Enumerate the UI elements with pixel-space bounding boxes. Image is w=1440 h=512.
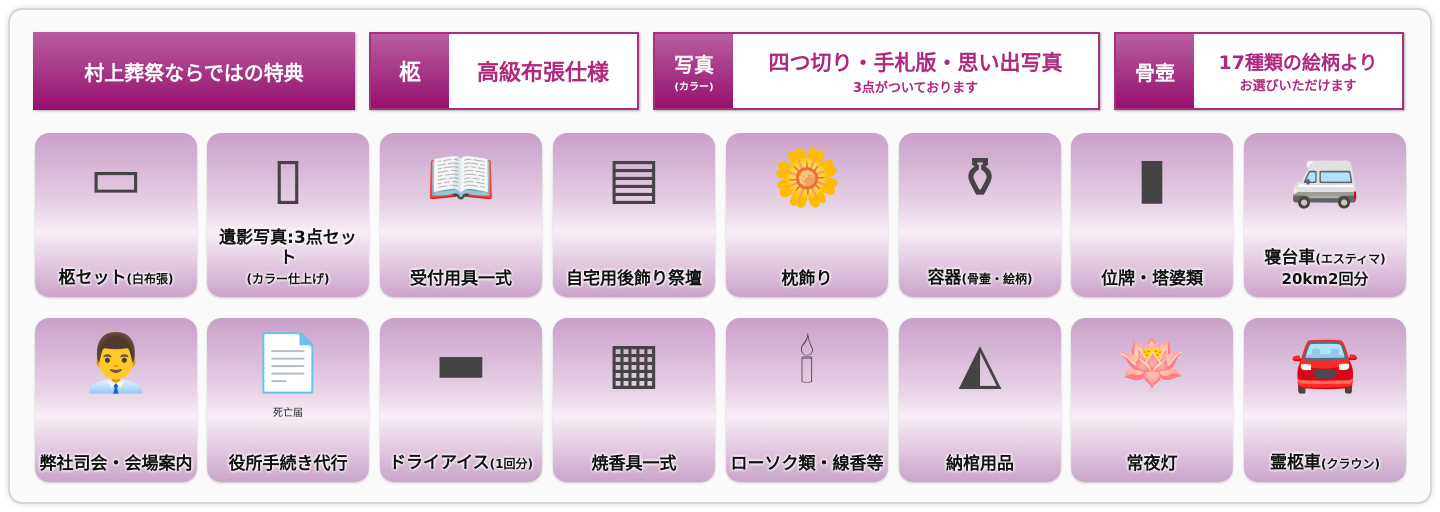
urn-benefit: 骨壺 17種類の絵柄よりお選びいただけます (1114, 32, 1404, 110)
coffin-benefit: 柩 高級布張仕様 (369, 32, 639, 110)
document-icon: 📄 (253, 331, 323, 396)
tile-label: 霊柩車(クラウン) (1248, 453, 1402, 474)
service-tile: 🚘 霊柩車(クラウン) (1244, 318, 1406, 482)
lantern-icon: 🪷 (1117, 331, 1187, 396)
tile-label-suffix: (1回分) (489, 457, 533, 471)
service-tile: 👨‍💼 弊社司会・会場案内 (35, 318, 197, 482)
service-tile: ▤ 自宅用後飾り祭壇 (553, 133, 715, 297)
tile-label: 役所手続き代行 (211, 454, 365, 474)
van-icon: 🚐 (1290, 146, 1360, 211)
tile-label-suffix: (エスティマ) (1315, 252, 1386, 266)
service-tile: 📖 受付用具一式 (380, 133, 542, 297)
tile-label-text: 常夜灯 (1126, 454, 1178, 474)
tile-label-suffix: (カラー仕上げ) (246, 272, 330, 286)
tile-label: ドライアイス(1回分) (384, 453, 538, 474)
tile-label: 柩セット(白布張) (39, 268, 193, 289)
tile-label: 自宅用後飾り祭壇 (557, 269, 711, 289)
coffin-label: 柩 (371, 34, 449, 108)
tile-label-suffix: (骨壷・絵柄) (961, 272, 1033, 286)
tile-label-text: 受付用具一式 (410, 269, 512, 289)
altar-icon: ▤ (607, 146, 661, 211)
urn-value: 17種類の絵柄よりお選びいただけます (1194, 34, 1402, 108)
service-tile: ▯ 遺影写真:3点セット (カラー仕上げ) (207, 133, 369, 297)
pillow-decoration-icon: 🌼 (772, 146, 842, 211)
tile-label: 遺影写真:3点セット (カラー仕上げ) (211, 228, 365, 289)
service-tile: ▮ 位牌・塔婆類 (1071, 133, 1233, 297)
portrait-frame-icon: ▯ (272, 146, 304, 211)
photo-value-text: 四つ切り・手札版・思い出写真 (768, 50, 1063, 75)
tile-label-text: 役所手続き代行 (228, 454, 348, 474)
memorial-tablet-icon: ▮ (1136, 146, 1168, 211)
tile-label-text: 柩セット (58, 268, 127, 288)
service-tile: 🚐 寝台車(エスティマ) 20km2回分 (1244, 133, 1406, 297)
burial-items-icon: ◭ (958, 331, 1002, 396)
tile-label: 枕飾り (730, 269, 884, 289)
coffin-value: 高級布張仕様 (476, 61, 609, 86)
service-tile: ⚱ 容器(骨壷・絵柄) (899, 133, 1061, 297)
service-tile: ▬ ドライアイス(1回分) (380, 318, 542, 482)
urn-label: 骨壺 (1116, 34, 1194, 108)
tile-label: 焼香具一式 (557, 454, 711, 474)
benefits-title: 村上葬祭ならではの特典 (33, 32, 355, 110)
tile-label: 容器(骨壷・絵柄) (903, 268, 1057, 289)
photo-label-text: 写真 (674, 53, 714, 77)
staff-icon: 👨‍💼 (81, 331, 151, 396)
service-tile: 🌼 枕飾り (726, 133, 888, 297)
candle-icon: 🕯 (799, 331, 815, 396)
tile-label: 寝台車(エスティマ) 20km2回分 (1248, 248, 1402, 289)
hearse-icon: 🚘 (1290, 331, 1360, 396)
tile-label-text: ローソク類・線香等 (730, 454, 884, 474)
tile-label: 弊社司会・会場案内 (39, 454, 193, 474)
dry-ice-icon: ▬ (434, 331, 488, 396)
tile-label-text: 容器 (927, 268, 962, 288)
tile-label: 位牌・塔婆類 (1075, 269, 1229, 289)
benefits-title-text: 村上葬祭ならではの特典 (33, 32, 355, 110)
coffin-icon: ▭ (89, 146, 143, 211)
tile-label-suffix: (クラウン) (1321, 457, 1380, 471)
urn-value-text: 17種類の絵柄より (1218, 52, 1378, 74)
tile-label-suffix: (白布張) (126, 272, 174, 286)
tile-label: ローソク類・線香等 (730, 454, 884, 474)
photo-benefit: 写真 (カラー) 四つ切り・手札版・思い出写真 3点がついております (653, 32, 1100, 110)
tile-label-text: 位牌・塔婆類 (1101, 269, 1203, 289)
photo-note: 3点がついております (852, 80, 979, 96)
incense-table-icon: ▦ (607, 331, 661, 396)
tile-label-text: 弊社司会・会場案内 (39, 454, 193, 474)
tile-label-text: ドライアイス (389, 453, 490, 473)
service-tile: 📄 死亡届役所手続き代行 (207, 318, 369, 482)
tile-label-text: 焼香具一式 (591, 454, 677, 474)
tile-label-text: 霊柩車 (1270, 453, 1321, 473)
urn-note: お選びいただけます (1239, 79, 1357, 94)
tile-label-text: 枕飾り (781, 269, 833, 289)
photo-label-sub: (カラー) (674, 82, 714, 93)
service-tile: ◭ 納棺用品 (899, 318, 1061, 482)
photo-label: 写真 (カラー) (655, 34, 733, 108)
service-tile: 🪷 常夜灯 (1071, 318, 1233, 482)
tile-label: 常夜灯 (1075, 454, 1229, 474)
urn-icon: ⚱ (956, 146, 1004, 211)
tile-label-line2: 20km2回分 (1281, 270, 1369, 288)
service-tile: 🕯 ローソク類・線香等 (726, 318, 888, 482)
tile-label-text: 遺影写真:3点セット (219, 228, 357, 268)
photo-value: 四つ切り・手札版・思い出写真 3点がついております (733, 34, 1098, 108)
tile-label: 受付用具一式 (384, 269, 538, 289)
service-tile: ▦ 焼香具一式 (553, 318, 715, 482)
document-title: 死亡届 (273, 408, 303, 419)
tile-label: 納棺用品 (903, 454, 1057, 474)
tile-label-text: 自宅用後飾り祭壇 (566, 269, 702, 289)
service-tile: ▭ 柩セット(白布張) (35, 133, 197, 297)
tile-label-text: 寝台車 (1264, 248, 1316, 268)
tile-label-text: 納棺用品 (946, 454, 1014, 474)
book-icon: 📖 (426, 146, 496, 211)
